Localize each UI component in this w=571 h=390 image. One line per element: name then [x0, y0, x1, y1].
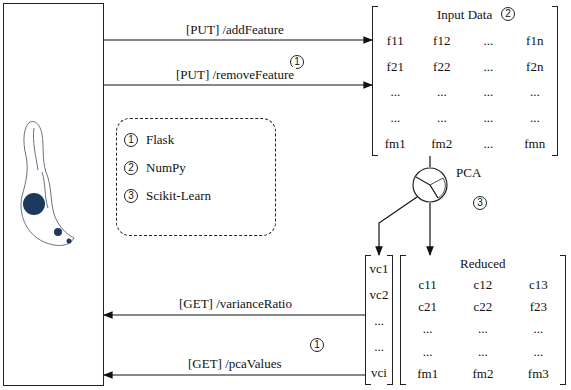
connector	[104, 374, 365, 375]
connector	[429, 156, 430, 167]
device-dot	[67, 239, 72, 244]
matrix-cell: c11	[400, 273, 455, 295]
matrix-cell: vc2	[365, 281, 393, 307]
device-dot	[54, 228, 62, 236]
matrix-cell: fm2	[419, 130, 466, 156]
matrix-cell: ...	[400, 318, 455, 340]
matrix-cell: fm1	[400, 363, 455, 385]
matrix-cell: ...	[512, 79, 559, 105]
handheld-device	[21, 122, 74, 246]
edge-label: [PUT] /removeFeature	[174, 67, 296, 82]
matrix-bracket	[552, 6, 558, 156]
matrix-bracket	[400, 255, 406, 385]
matrix-bracket	[560, 255, 566, 385]
connector	[379, 197, 417, 255]
matrix-node: c11c12c13c21c22f23..................fm1f…	[400, 255, 566, 385]
matrix-cell: ...	[419, 105, 466, 131]
callout-number: 1	[310, 338, 324, 352]
legend-text: Scikit-Learn	[146, 188, 211, 203]
legend-text: Flask	[146, 132, 174, 147]
legend-box	[116, 118, 276, 236]
connector	[429, 203, 430, 255]
matrix-grid: vc1vc2......vci	[365, 255, 393, 385]
matrix-cell: ...	[511, 340, 566, 362]
matrix-cell: ...	[465, 105, 512, 131]
matrix-cell: ...	[465, 79, 512, 105]
matrix-cell: ...	[372, 105, 419, 131]
matrix-cell: c21	[400, 295, 455, 317]
matrix-cell: f23	[511, 295, 566, 317]
edge-label: [GET] /varianceRatio	[177, 296, 294, 311]
matrix-cell: c12	[455, 273, 510, 295]
matrix-cell: ...	[365, 307, 393, 333]
matrix-cell: c22	[455, 295, 510, 317]
connector	[104, 84, 372, 85]
matrix-cell: ...	[455, 340, 510, 362]
matrix-cell: f12	[419, 28, 466, 54]
client-box	[3, 3, 104, 386]
matrix-cell: ...	[419, 79, 466, 105]
callout-number: 1	[124, 133, 138, 147]
edge-label: [GET] /pcaValues	[186, 356, 284, 371]
matrix-cell: f2n	[512, 54, 559, 80]
matrix-cell: ...	[465, 130, 512, 156]
matrix-cell: ...	[365, 333, 393, 359]
connector	[104, 314, 365, 315]
matrix-cell: ...	[400, 340, 455, 362]
matrix-cell: ...	[512, 105, 559, 131]
matrix-cell: ...	[455, 318, 510, 340]
legend-text: NumPy	[146, 160, 186, 175]
matrix-cell: f11	[372, 28, 419, 54]
matrix-cell: f21	[372, 54, 419, 80]
matrix-cell: c13	[511, 273, 566, 295]
matrix-grid: f11f12...f1nf21f22...f2n................…	[372, 6, 558, 156]
matrix-node: vc1vc2......vci	[365, 255, 393, 385]
pca-symbol	[412, 167, 448, 203]
callout-number: 2	[124, 161, 138, 175]
callout-number: 2	[501, 7, 515, 21]
matrix-grid: c11c12c13c21c22f23..................fm1f…	[400, 255, 566, 385]
matrix-cell: ...	[511, 318, 566, 340]
matrix-cell: vci	[365, 359, 393, 385]
pca-circle: PCA	[412, 167, 448, 203]
edge-label: [PUT] /addFeature	[184, 22, 286, 37]
matrix-cell: ...	[465, 28, 512, 54]
pca-label: PCA	[456, 165, 481, 180]
matrix-cell: ...	[372, 79, 419, 105]
matrix-cell: vc1	[365, 255, 393, 281]
callout-number: 3	[473, 196, 487, 210]
matrix-bracket	[372, 6, 378, 156]
matrix-title: Reduced	[458, 256, 507, 271]
matrix-cell: fm2	[455, 363, 510, 385]
matrix-cell: f22	[419, 54, 466, 80]
matrix-node: f11f12...f1nf21f22...f2n................…	[372, 6, 558, 156]
matrix-cell: ...	[465, 54, 512, 80]
matrix-title: Input Data	[435, 7, 494, 22]
callout-number: 3	[124, 189, 138, 203]
matrix-cell: fm1	[372, 130, 419, 156]
matrix-cell: fm3	[511, 363, 566, 385]
matrix-cell: f1n	[512, 28, 559, 54]
device-dot	[23, 193, 45, 215]
connector	[104, 39, 372, 40]
matrix-cell: fmn	[512, 130, 559, 156]
